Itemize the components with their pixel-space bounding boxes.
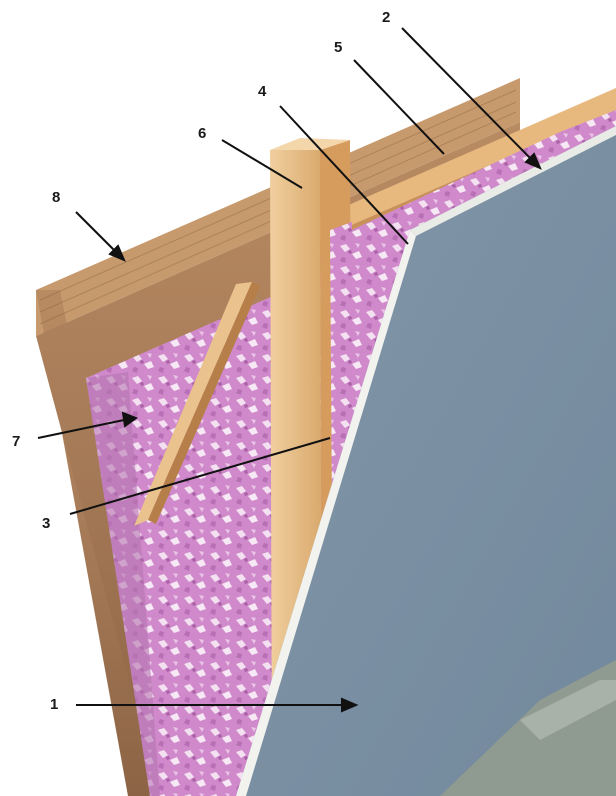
- callout-label-5: 5: [334, 40, 342, 55]
- callout-label-2: 2: [382, 10, 390, 25]
- callout-label-6: 6: [198, 126, 206, 141]
- callout-label-1: 1: [50, 697, 58, 712]
- callout-label-7: 7: [12, 434, 20, 449]
- callout-label-3: 3: [42, 516, 50, 531]
- callout-label-8: 8: [52, 190, 60, 205]
- callout-label-4: 4: [258, 84, 266, 99]
- arrow-8: [76, 212, 124, 260]
